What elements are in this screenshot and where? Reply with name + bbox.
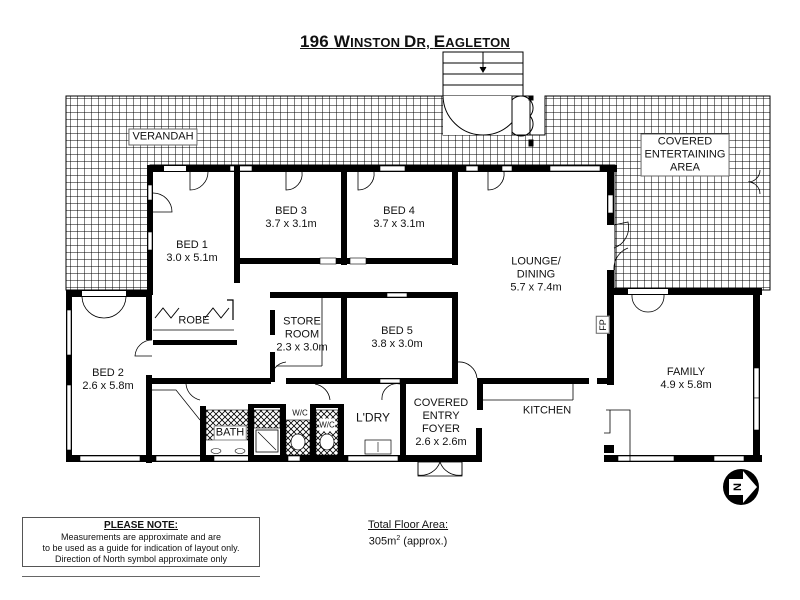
note-line-1: Measurements are approximate and are (60, 532, 222, 542)
covered-entertaining-label: COVERED ENTERTAINING AREA (640, 133, 730, 177)
room-robe: ROBE (178, 314, 210, 327)
front-door (442, 95, 534, 147)
room-laundry: L'DRY (355, 410, 391, 425)
property-title: 196 WINSTON DR, EAGLETON (300, 32, 510, 51)
fireplace-label: FP (595, 316, 610, 334)
north-compass-icon: N (723, 469, 759, 505)
total-floor-area: Total Floor Area: 305m2 (approx.) (368, 519, 448, 549)
total-area-value: 305m2 (approx.) (368, 535, 448, 548)
front-steps (442, 51, 524, 97)
verandah-label: VERANDAH (128, 128, 198, 146)
room-wc-2: W/C (319, 418, 335, 432)
note-heading: PLEASE NOTE: (104, 520, 178, 531)
room-wc-1: W/C (292, 406, 308, 420)
svg-text:N: N (732, 483, 744, 491)
house-walls (66, 165, 762, 463)
note-line-2: to be used as a guide for indication of … (42, 543, 240, 553)
please-note-box: PLEASE NOTE: Measurements are approximat… (22, 517, 260, 567)
door-swings (81, 169, 761, 477)
note-line-3: Direction of North symbol approximate on… (54, 554, 228, 564)
total-area-label: Total Floor Area: (368, 519, 449, 531)
room-kitchen: KITCHEN (522, 404, 572, 417)
footer-divider (22, 576, 260, 577)
room-bath: BATH (213, 425, 247, 441)
